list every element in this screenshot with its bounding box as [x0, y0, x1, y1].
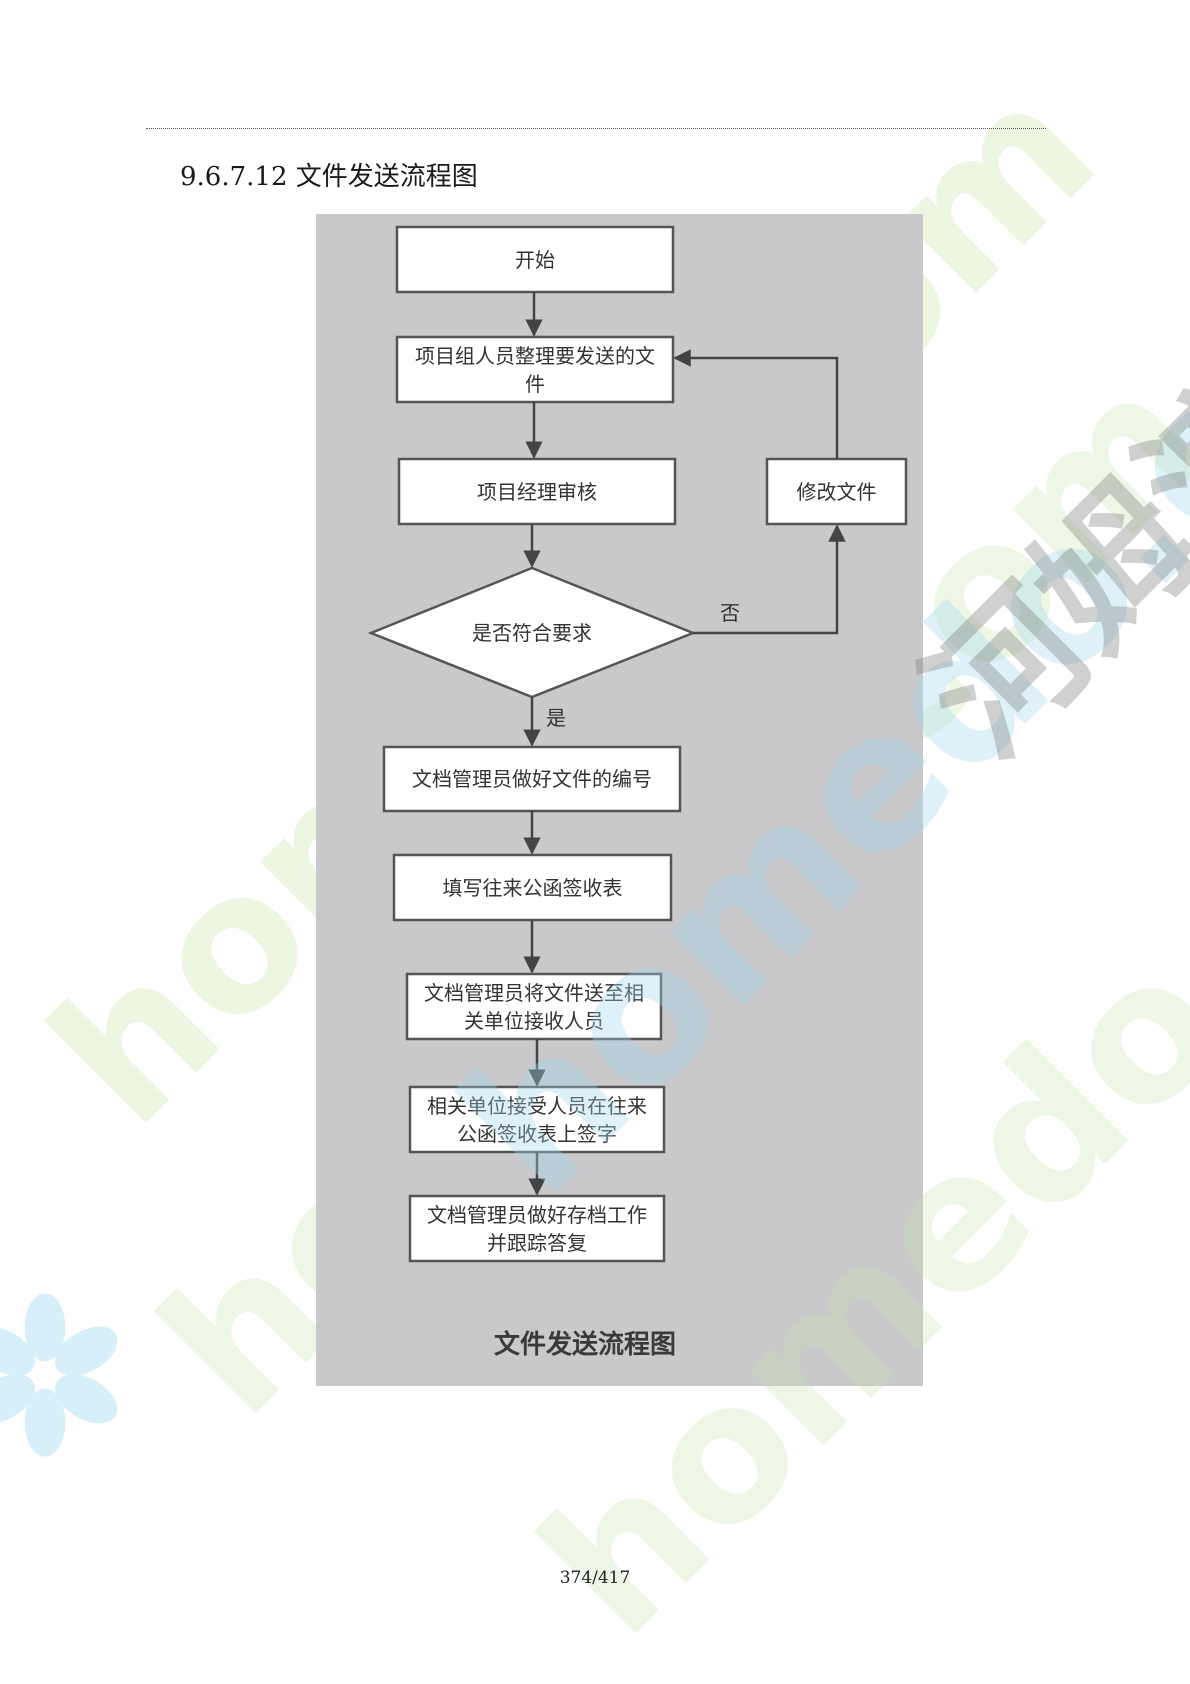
- node-deliver: 文档管理员将文件送至相关单位接收人员: [424, 980, 644, 1033]
- node-organize: 项目组人员整理要发送的文件: [415, 343, 655, 396]
- node-fill-form: 填写往来公函签收表: [442, 875, 623, 900]
- node-archive-box: [408, 1194, 666, 1263]
- node-numbering-box: [382, 745, 682, 813]
- header-rule: [146, 128, 1046, 129]
- node-review-box: [397, 457, 677, 526]
- page-number: 374/417: [559, 1568, 631, 1588]
- node-deliver-box: [405, 972, 663, 1041]
- node-numbering: 文档管理员做好文件的编号: [412, 767, 652, 791]
- node-archive: 文档管理员做好存档工作并跟踪答复: [427, 1202, 647, 1255]
- node-review: 项目经理审核: [477, 479, 597, 504]
- node-decision: 是否符合要求: [472, 621, 592, 645]
- section-heading: 9.6.7.12 文件发送流程图: [180, 162, 478, 192]
- node-sign-box: [408, 1085, 666, 1154]
- node-start-box: [395, 225, 675, 294]
- node-organize-box: [395, 335, 675, 404]
- node-start: 开始: [515, 247, 555, 272]
- node-fill-form-box: [392, 853, 673, 922]
- node-modify: 修改文件: [796, 479, 877, 504]
- branch-label-yes: 是: [546, 706, 566, 730]
- branch-label-no: 否: [720, 601, 740, 625]
- node-sign: 相关单位接受人员在往来公函签收表上签字: [427, 1093, 647, 1146]
- arrow-modify-organize: [673, 349, 839, 459]
- arrow-decision-modify: [693, 524, 846, 635]
